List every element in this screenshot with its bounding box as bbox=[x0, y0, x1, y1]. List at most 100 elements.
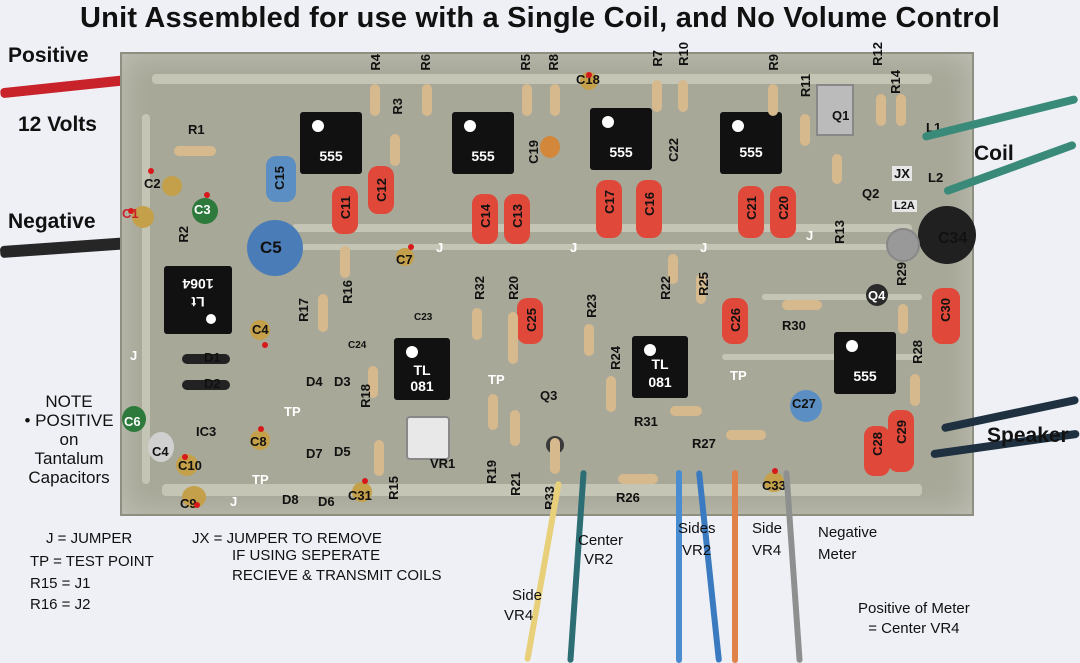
label-l2: L2 bbox=[928, 170, 944, 185]
label-c17: C17 bbox=[602, 190, 617, 214]
polarity-dot bbox=[362, 478, 368, 484]
label-r11: R11 bbox=[798, 74, 813, 98]
capacitor-c31 bbox=[352, 482, 372, 502]
label-r7: R7 bbox=[650, 50, 665, 67]
label-j-4: J bbox=[700, 240, 708, 255]
label-c27: C27 bbox=[792, 396, 816, 411]
capacitor-c29 bbox=[888, 410, 914, 472]
label-c4: C4 bbox=[252, 322, 269, 337]
capacitor-c20 bbox=[770, 186, 796, 238]
trace bbox=[722, 354, 922, 360]
resistor-r6 bbox=[422, 84, 432, 116]
note-line: Tantalum bbox=[34, 449, 104, 468]
wire-label-positive-meter: Positive of Meter = Center VR4 bbox=[858, 599, 970, 639]
polarity-dot bbox=[258, 426, 264, 432]
resistor-r22 bbox=[668, 254, 678, 284]
resistor-r4 bbox=[370, 84, 380, 116]
polarity-dot bbox=[204, 192, 210, 198]
label-r30: R30 bbox=[782, 318, 806, 333]
label-r17: R17 bbox=[296, 298, 311, 322]
label-r31: R31 bbox=[634, 414, 658, 429]
capacitor-c1 bbox=[132, 206, 154, 228]
note-line: • POSITIVE bbox=[24, 411, 114, 430]
label-c33: C33 bbox=[762, 478, 786, 493]
resistor-r29 bbox=[898, 304, 908, 334]
resistor-r32 bbox=[472, 308, 482, 340]
label-c25: C25 bbox=[524, 308, 539, 332]
label-r13: R13 bbox=[832, 220, 847, 244]
wire-label-line: Center bbox=[578, 532, 624, 549]
resistor-r15 bbox=[374, 440, 384, 476]
label-c6: C6 bbox=[124, 414, 141, 429]
label-d4: D4 bbox=[306, 374, 323, 389]
transistor-q1 bbox=[816, 84, 854, 136]
label-c8: C8 bbox=[250, 434, 267, 449]
label-c4b: C4 bbox=[152, 444, 169, 459]
wire-label-line: VR4 bbox=[504, 607, 534, 624]
ic-tl081-2: TL 081 bbox=[632, 336, 688, 398]
legend-jx-1: JX = JUMPER TO REMOVE bbox=[192, 530, 382, 547]
resistor-r20 bbox=[508, 312, 518, 364]
label-c5: C5 bbox=[260, 238, 282, 257]
label-c10: C10 bbox=[178, 458, 202, 473]
label-c15: C15 bbox=[272, 166, 287, 190]
resistor-r16 bbox=[340, 246, 350, 278]
ic-555-3: 555 bbox=[590, 108, 652, 170]
resistor-r10 bbox=[678, 80, 688, 112]
capacitor-c13 bbox=[504, 194, 530, 244]
capacitor-c2 bbox=[162, 176, 182, 196]
wire-label-center-vr2: Center VR2 bbox=[578, 531, 623, 569]
note-block: NOTE • POSITIVE on Tantalum Capacitors bbox=[24, 392, 114, 487]
label-c31: C31 bbox=[348, 488, 372, 503]
resistor-r27 bbox=[726, 430, 766, 440]
label-d3: D3 bbox=[334, 374, 351, 389]
label-q4: Q4 bbox=[868, 288, 886, 303]
legend-jumper: J = JUMPER bbox=[46, 530, 133, 547]
wire-orange bbox=[732, 470, 738, 663]
capacitor-c34 bbox=[918, 206, 976, 264]
note-line: on bbox=[59, 430, 79, 449]
resistor-r12 bbox=[876, 94, 886, 126]
label-c24: C24 bbox=[348, 340, 367, 351]
volts-label: 12 Volts bbox=[18, 113, 97, 136]
label-tp-2: TP bbox=[488, 372, 505, 387]
wire-label-side-vr4: Side VR4 bbox=[752, 518, 782, 562]
wire-label-line: Sides bbox=[678, 520, 716, 537]
capacitor-c4 bbox=[148, 432, 174, 462]
label-tp-4: TP bbox=[252, 472, 269, 487]
legend-jx-2: IF USING SEPERATE bbox=[232, 547, 381, 564]
circuit-board: 555 555 555 555 555 TL 081 TL 081 1064 L… bbox=[120, 42, 976, 516]
label-r21: R21 bbox=[508, 472, 523, 496]
polarity-dot bbox=[772, 468, 778, 474]
label-r23: R23 bbox=[584, 294, 599, 318]
label-l2a: L2A bbox=[892, 200, 917, 212]
capacitor-c15 bbox=[266, 156, 296, 202]
label-r12: R12 bbox=[870, 42, 885, 66]
label-r14: R14 bbox=[888, 70, 903, 94]
wire-label-line: VR2 bbox=[584, 551, 614, 568]
label-c18: C18 bbox=[576, 72, 600, 87]
resistor-r28 bbox=[910, 374, 920, 406]
resistor-r14 bbox=[896, 94, 906, 126]
resistor-r18 bbox=[368, 366, 378, 398]
label-r18: R18 bbox=[358, 384, 373, 408]
label-c12: C12 bbox=[374, 178, 389, 202]
resistor-r21 bbox=[510, 410, 520, 446]
label-r25: R25 bbox=[696, 272, 711, 296]
label-q2: Q2 bbox=[862, 186, 880, 201]
label-r8: R8 bbox=[546, 54, 561, 71]
label-r9: R9 bbox=[766, 54, 781, 71]
label-r4: R4 bbox=[368, 54, 383, 71]
capacitor-c28 bbox=[864, 426, 890, 476]
trace bbox=[142, 114, 150, 484]
label-q3: Q3 bbox=[540, 388, 558, 403]
label-d1: D1 bbox=[204, 350, 221, 365]
ic-tl081-1: TL 081 bbox=[394, 338, 450, 400]
capacitor-c9 bbox=[182, 486, 206, 508]
legend-test-point: TP = TEST POINT bbox=[30, 553, 154, 570]
trace bbox=[152, 74, 932, 84]
wire-blue-1 bbox=[676, 470, 682, 663]
wire-label-negative-meter: Negative Meter bbox=[818, 522, 877, 566]
label-c23: C23 bbox=[414, 312, 433, 323]
capacitor-c18 bbox=[580, 72, 598, 90]
